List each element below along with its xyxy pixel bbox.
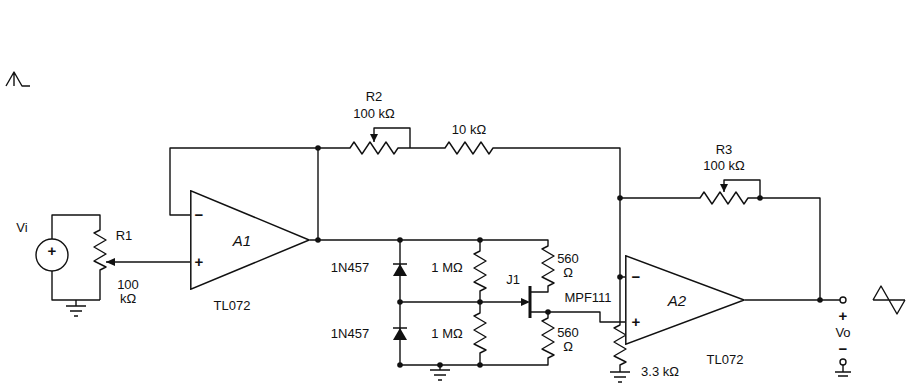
- part-value: 1 MΩ: [431, 327, 462, 341]
- part-number: TL072: [214, 299, 251, 313]
- polarity-sign: +: [839, 309, 848, 323]
- junction-dot: [757, 195, 763, 201]
- ground-symbol: [835, 365, 851, 376]
- part-value: 1 MΩ: [431, 261, 462, 275]
- wiper-arrow: [370, 134, 378, 142]
- terminal: [840, 359, 846, 365]
- opamp-outline: [191, 191, 309, 289]
- opamp-outline: [626, 256, 744, 344]
- part-value: 100 kΩ: [703, 159, 745, 173]
- polarity-sign: −: [839, 342, 848, 356]
- terminal: [840, 297, 846, 303]
- junction-dot: [817, 297, 823, 303]
- input-wire: [52, 215, 106, 316]
- rheostat-wiper: [724, 180, 760, 198]
- voltage-source: [36, 239, 68, 271]
- wiper-arrow: [106, 258, 115, 266]
- opamp-triangle: A2: [625, 255, 745, 345]
- part-value: 3.3 kΩ: [641, 365, 679, 379]
- junction-dot: [315, 145, 321, 151]
- opamp-triangle: A1: [190, 190, 310, 290]
- junction-dot: [617, 274, 623, 280]
- junction-dot: [437, 362, 443, 368]
- gate-arrow: [521, 298, 530, 306]
- junction-dot: [477, 362, 483, 368]
- junction-dot: [397, 362, 403, 368]
- signal-name: Vi: [16, 221, 27, 235]
- part-number: 1N457: [331, 327, 369, 341]
- junction-dot: [397, 299, 403, 305]
- part-number: MPF111: [564, 291, 611, 305]
- diode-bar: [393, 264, 407, 328]
- input-sign: −: [632, 270, 641, 284]
- signal-icon: [6, 72, 30, 86]
- junction-dot: [315, 237, 321, 243]
- junction-dot: [397, 237, 403, 243]
- diode-symbol: [393, 264, 407, 276]
- opamp-name: A1: [233, 232, 251, 249]
- part-number: TL072: [707, 353, 744, 367]
- opamp-name: A2: [668, 292, 686, 309]
- junction-dot: [545, 309, 551, 315]
- output-wire: [310, 240, 554, 292]
- rheostat-wiper: [374, 128, 410, 148]
- wiper-wire: [106, 261, 190, 262]
- part-name: R1: [116, 229, 133, 243]
- gate-wire: [400, 301, 522, 302]
- junction-dot: [477, 299, 483, 305]
- junction-dot: [477, 237, 483, 243]
- part-value: 560 Ω: [552, 326, 584, 354]
- signal-name: Vo: [835, 326, 850, 340]
- input-sign: +: [195, 255, 204, 269]
- part-name: R2: [366, 90, 383, 104]
- plus-input-wire: [548, 312, 625, 322]
- part-name: R3: [716, 143, 733, 157]
- input-sign: −: [195, 208, 204, 222]
- part-value: 100 kΩ: [112, 278, 144, 306]
- polarity-sign: +: [48, 244, 57, 258]
- input-sign: +: [632, 315, 641, 329]
- wire: [317, 148, 318, 240]
- part-name: J1: [506, 273, 520, 287]
- diode-symbol: [393, 328, 407, 340]
- source-wire: [400, 312, 554, 365]
- part-value: 560 Ω: [552, 252, 584, 280]
- wiper-arrow: [720, 184, 728, 192]
- signal-icon: [873, 286, 905, 314]
- part-value: 100 kΩ: [353, 107, 395, 121]
- part-number: 1N457: [331, 261, 369, 275]
- output-wire: [745, 299, 840, 300]
- part-value: 10 kΩ: [452, 123, 486, 137]
- junction-dot: [617, 195, 623, 201]
